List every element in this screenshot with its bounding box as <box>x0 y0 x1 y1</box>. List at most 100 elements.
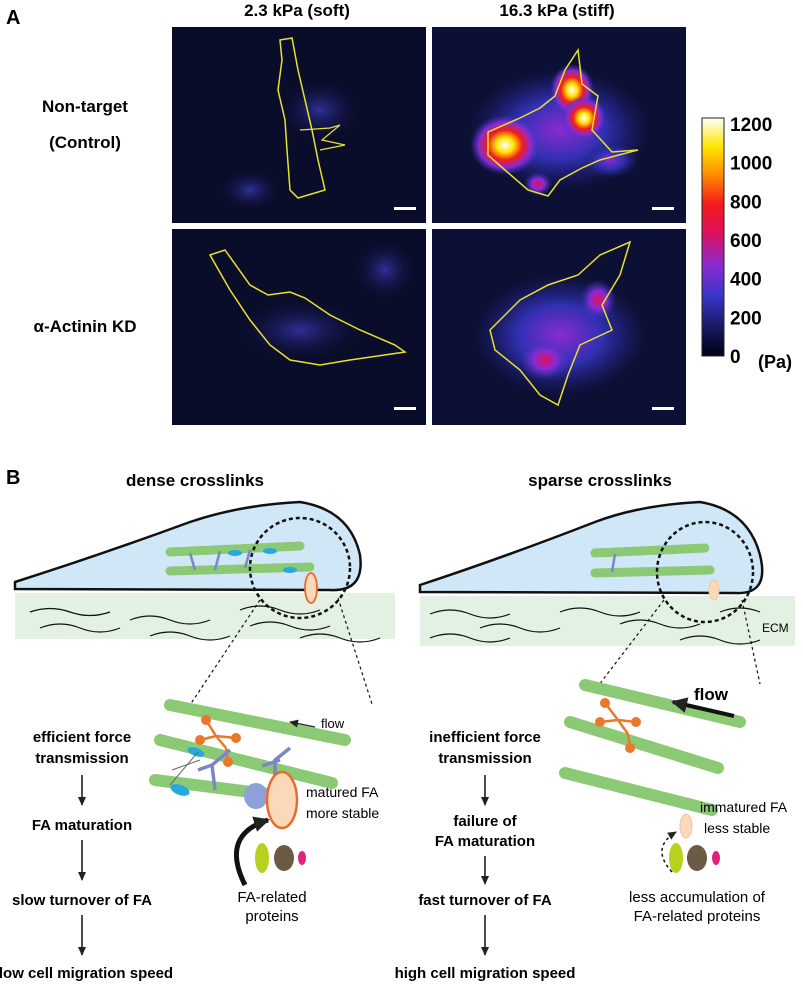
colorbar-ticks: 1200 1000 800 600 400 200 0 <box>730 115 772 368</box>
actin-bundle <box>590 543 710 558</box>
motor <box>187 747 205 757</box>
scale-bar <box>652 207 674 210</box>
protein-brown <box>274 845 294 871</box>
cell-outline <box>489 240 632 407</box>
left-flow-label: flow <box>321 716 345 731</box>
row-label-knockdown: α-Actinin KD <box>34 317 137 336</box>
actin-filament <box>564 716 724 774</box>
left-step-1b: transmission <box>35 750 128 767</box>
column-header-soft: 2.3 kPa (soft) <box>244 1 350 20</box>
motor <box>170 784 190 796</box>
adaptor-protein <box>244 783 268 809</box>
right-zoom-detail <box>559 679 746 873</box>
ecm-fibers <box>429 607 761 645</box>
cell-outline <box>277 37 326 199</box>
right-cell-diagram <box>418 500 795 691</box>
protein-green <box>255 843 269 873</box>
scale-bar <box>394 407 416 410</box>
right-flow-label: flow <box>694 685 729 704</box>
scale-bar <box>652 407 674 410</box>
column-header-stiff: 16.3 kPa (stiff) <box>499 1 614 20</box>
row-label-control-line1: Non-target <box>42 97 128 116</box>
traction-map-knockdown-stiff <box>432 229 686 425</box>
focal-adhesion <box>304 572 318 604</box>
right-step-1b: transmission <box>438 750 531 767</box>
left-step-3: slow turnover of FA <box>12 892 152 909</box>
cell-body <box>418 500 764 595</box>
right-pathway: inefficient force transmission failure o… <box>395 729 576 982</box>
colorbar-tick-label: 0 <box>730 347 741 368</box>
ecm-substrate <box>420 596 795 646</box>
traction-map-control-stiff <box>432 27 686 223</box>
right-fa-label-line2: less stable <box>704 820 770 836</box>
protein-green <box>669 843 683 873</box>
weak-recruitment-arrow <box>661 831 677 873</box>
left-step-1a: efficient force <box>33 729 131 746</box>
panel-a-label: A <box>6 7 20 29</box>
zoom-line <box>337 597 373 705</box>
right-fa-label-line1: immatured FA <box>700 799 788 815</box>
actin-filament <box>154 734 338 789</box>
ecm-label: ECM <box>762 621 789 635</box>
left-title: dense crosslinks <box>126 471 264 490</box>
right-step-4: high cell migration speed <box>395 965 576 982</box>
left-proteins-line1: FA-related <box>237 889 306 906</box>
actin-filament <box>579 679 746 728</box>
traction-map-knockdown-soft <box>172 229 426 425</box>
colorbar-tick-label: 1200 <box>730 115 772 136</box>
protein-pink <box>298 851 306 865</box>
left-fa-label-line2: more stable <box>306 805 379 821</box>
myosin-minifilament <box>599 702 637 749</box>
left-step-4: low cell migration speed <box>0 965 173 982</box>
actin-bundle <box>165 541 305 557</box>
left-step-2: FA maturation <box>32 817 132 834</box>
immatured-focal-adhesion <box>679 813 693 839</box>
zoom-line <box>187 599 261 709</box>
zoom-circle <box>655 520 755 624</box>
ecm-fibers <box>29 605 381 643</box>
cell-outline <box>487 47 639 197</box>
protein-pink <box>712 851 720 865</box>
colorbar-unit: (Pa) <box>758 352 792 372</box>
traction-map-control-soft <box>172 27 426 223</box>
right-proteins-line1: less accumulation of <box>629 889 766 906</box>
zoom-circle <box>248 516 352 620</box>
motor <box>228 550 242 556</box>
colorbar: 1200 1000 800 600 400 200 0 (Pa) <box>701 115 792 372</box>
protein-brown <box>687 845 707 871</box>
recruitment-arrow <box>234 816 270 887</box>
zoom-line <box>741 599 761 685</box>
crosslinker <box>610 553 617 573</box>
left-pathway: efficient force transmission FA maturati… <box>0 729 173 982</box>
flow-arrow <box>289 719 316 728</box>
actin-filament <box>164 699 351 746</box>
right-step-1a: inefficient force <box>429 729 541 746</box>
cell-outline <box>208 249 407 366</box>
left-fa-label-line1: matured FA <box>306 784 379 800</box>
colorbar-tick-label: 400 <box>730 270 762 291</box>
crosslinker <box>197 746 292 791</box>
flow-arrow <box>671 697 735 718</box>
motor <box>283 567 297 573</box>
ecm-substrate <box>15 593 395 639</box>
right-step-2a: failure of <box>453 813 517 830</box>
row-label-control-line2: (Control) <box>49 133 121 152</box>
left-proteins-line2: proteins <box>245 908 298 925</box>
panel-b-label: B <box>6 467 20 489</box>
right-step-2b: FA maturation <box>435 833 535 850</box>
colorbar-tick-label: 200 <box>730 308 762 329</box>
myosin-minifilament <box>199 719 237 763</box>
actin-bundle <box>590 565 715 578</box>
zoom-line <box>594 599 665 691</box>
left-cell-diagram <box>13 500 395 709</box>
right-step-3: fast turnover of FA <box>418 892 552 909</box>
right-proteins-line2: FA-related proteins <box>634 908 761 925</box>
colorbar-tick-label: 800 <box>730 192 762 213</box>
colorbar-tick-label: 600 <box>730 231 762 252</box>
crosslinker <box>188 549 252 571</box>
motor <box>263 548 277 554</box>
right-title: sparse crosslinks <box>528 471 672 490</box>
scale-bar <box>394 207 416 210</box>
colorbar-tick-label: 1000 <box>730 154 772 175</box>
